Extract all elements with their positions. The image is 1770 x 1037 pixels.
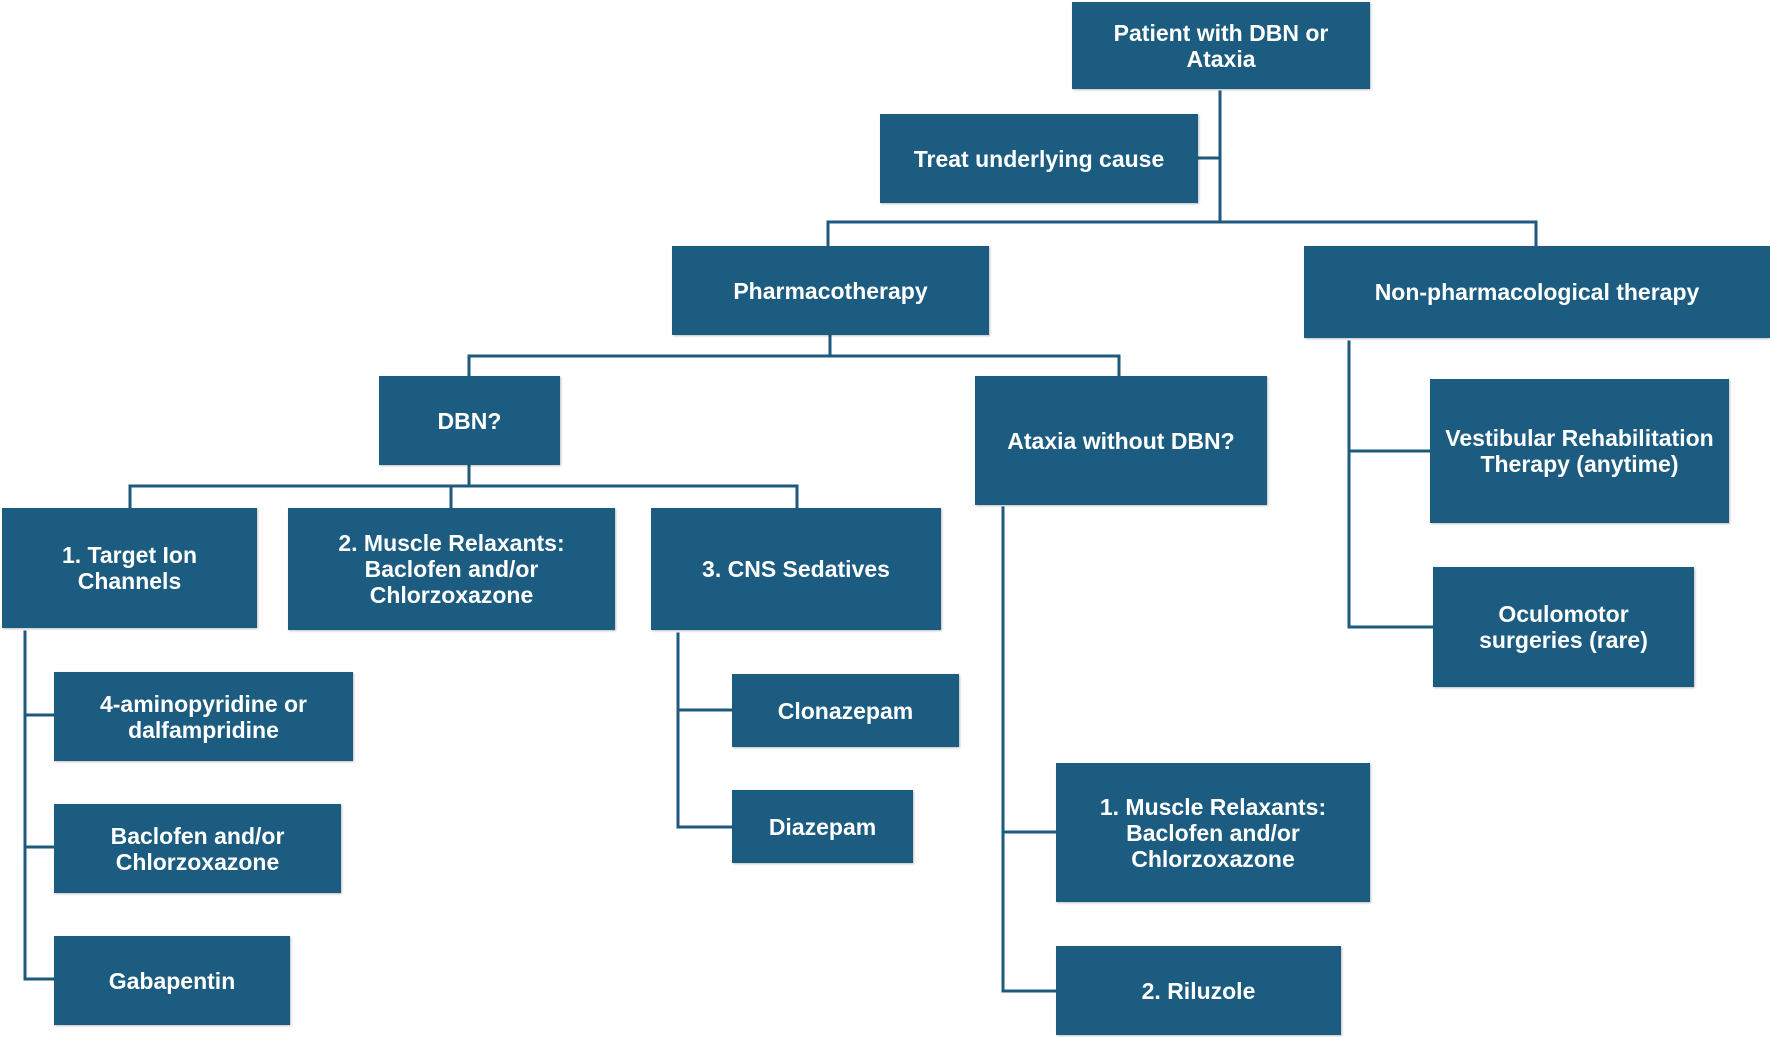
node-baclofen-chlorzoxazone: Baclofen and/or Chlorzoxazone	[54, 804, 341, 893]
node-vestibular-rehabilitation: Vestibular Rehabilitation Therapy (anyti…	[1430, 379, 1729, 523]
node-ataxia-without-dbn: Ataxia without DBN?	[975, 376, 1267, 505]
node-diazepam: Diazepam	[732, 790, 913, 863]
node-gabapentin: Gabapentin	[54, 936, 290, 1025]
node-aminopyridine: 4-aminopyridine or dalfampridine	[54, 672, 353, 761]
node-clonazepam: Clonazepam	[732, 674, 959, 747]
node-muscle-relaxants: 2. Muscle Relaxants: Baclofen and/or Chl…	[288, 508, 615, 630]
node-treat-underlying-cause: Treat underlying cause	[880, 114, 1198, 203]
node-target-ion-channels: 1. Target Ion Channels	[2, 508, 257, 628]
node-dbn: DBN?	[379, 376, 560, 465]
node-riluzole: 2. Riluzole	[1056, 946, 1341, 1035]
node-patient: Patient with DBN or Ataxia	[1072, 2, 1370, 89]
node-cns-sedatives: 3. CNS Sedatives	[651, 508, 941, 630]
node-pharmacotherapy: Pharmacotherapy	[672, 246, 989, 335]
node-ataxia-muscle-relaxants: 1. Muscle Relaxants: Baclofen and/or Chl…	[1056, 763, 1370, 902]
node-oculomotor-surgeries: Oculomotor surgeries (rare)	[1433, 567, 1694, 687]
node-non-pharmacological-therapy: Non-pharmacological therapy	[1304, 246, 1770, 338]
